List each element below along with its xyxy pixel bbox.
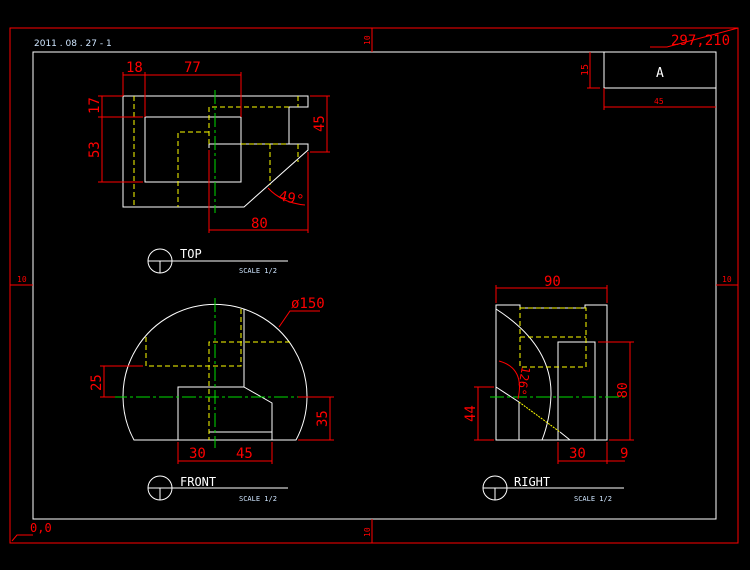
top-dim-45: 45	[312, 115, 328, 132]
top-dim-angle: 49°	[277, 188, 305, 209]
origin-label: 0,0	[30, 521, 52, 535]
right-view: 90 80 44 30 9 126° RIGHT SCALE 1/2	[463, 274, 634, 503]
margin-left-label: 10	[17, 275, 27, 284]
front-view-scale: SCALE 1/2	[239, 495, 277, 503]
top-view-scale: SCALE 1/2	[239, 267, 277, 275]
title-block: A 15 45	[580, 51, 717, 110]
front-view: ø150 25 35 30 45 FRONT SCALE 1/2	[89, 296, 334, 503]
right-dim-30: 30	[569, 446, 586, 462]
top-dim-17: 17	[87, 97, 103, 114]
margin-top-label: 10	[363, 35, 372, 45]
front-dim-45: 45	[236, 446, 253, 462]
top-dim-80: 80	[251, 216, 268, 232]
right-dim-9: 9	[620, 446, 628, 462]
margin-bottom-label: 10	[363, 527, 372, 537]
front-dim-35: 35	[315, 410, 331, 427]
front-view-title: FRONT	[180, 475, 216, 489]
right-dim-angle: 126°	[514, 365, 533, 396]
title-block-label: A	[656, 66, 664, 81]
title-block-height-dim: 15	[580, 64, 591, 76]
view-symbol-icon	[147, 475, 288, 501]
top-dim-77: 77	[184, 60, 201, 76]
top-view: 18 77 17 53 45 80 49° TOP SCALE 1/2	[87, 60, 330, 275]
margin-right-label: 10	[722, 275, 732, 284]
front-dim-25: 25	[89, 374, 105, 391]
front-dim-diameter: ø150	[291, 296, 325, 312]
date-stamp: 2011 . 08 . 27 - 1	[34, 39, 112, 49]
sheet-border	[9, 27, 739, 544]
view-symbol-icon	[147, 248, 288, 274]
right-dim-90: 90	[544, 274, 561, 290]
right-view-scale: SCALE 1/2	[574, 495, 612, 503]
top-view-title: TOP	[180, 247, 202, 261]
right-view-title: RIGHT	[514, 475, 550, 489]
title-block-width-dim: 45	[654, 97, 664, 106]
right-dim-80: 80	[616, 382, 631, 398]
right-dim-44: 44	[463, 405, 479, 422]
view-symbol-icon	[482, 475, 624, 501]
front-dim-30: 30	[189, 446, 206, 462]
top-dim-18: 18	[126, 60, 143, 76]
sheet-size-label: 297,210	[671, 33, 730, 49]
top-dim-53: 53	[87, 141, 103, 158]
